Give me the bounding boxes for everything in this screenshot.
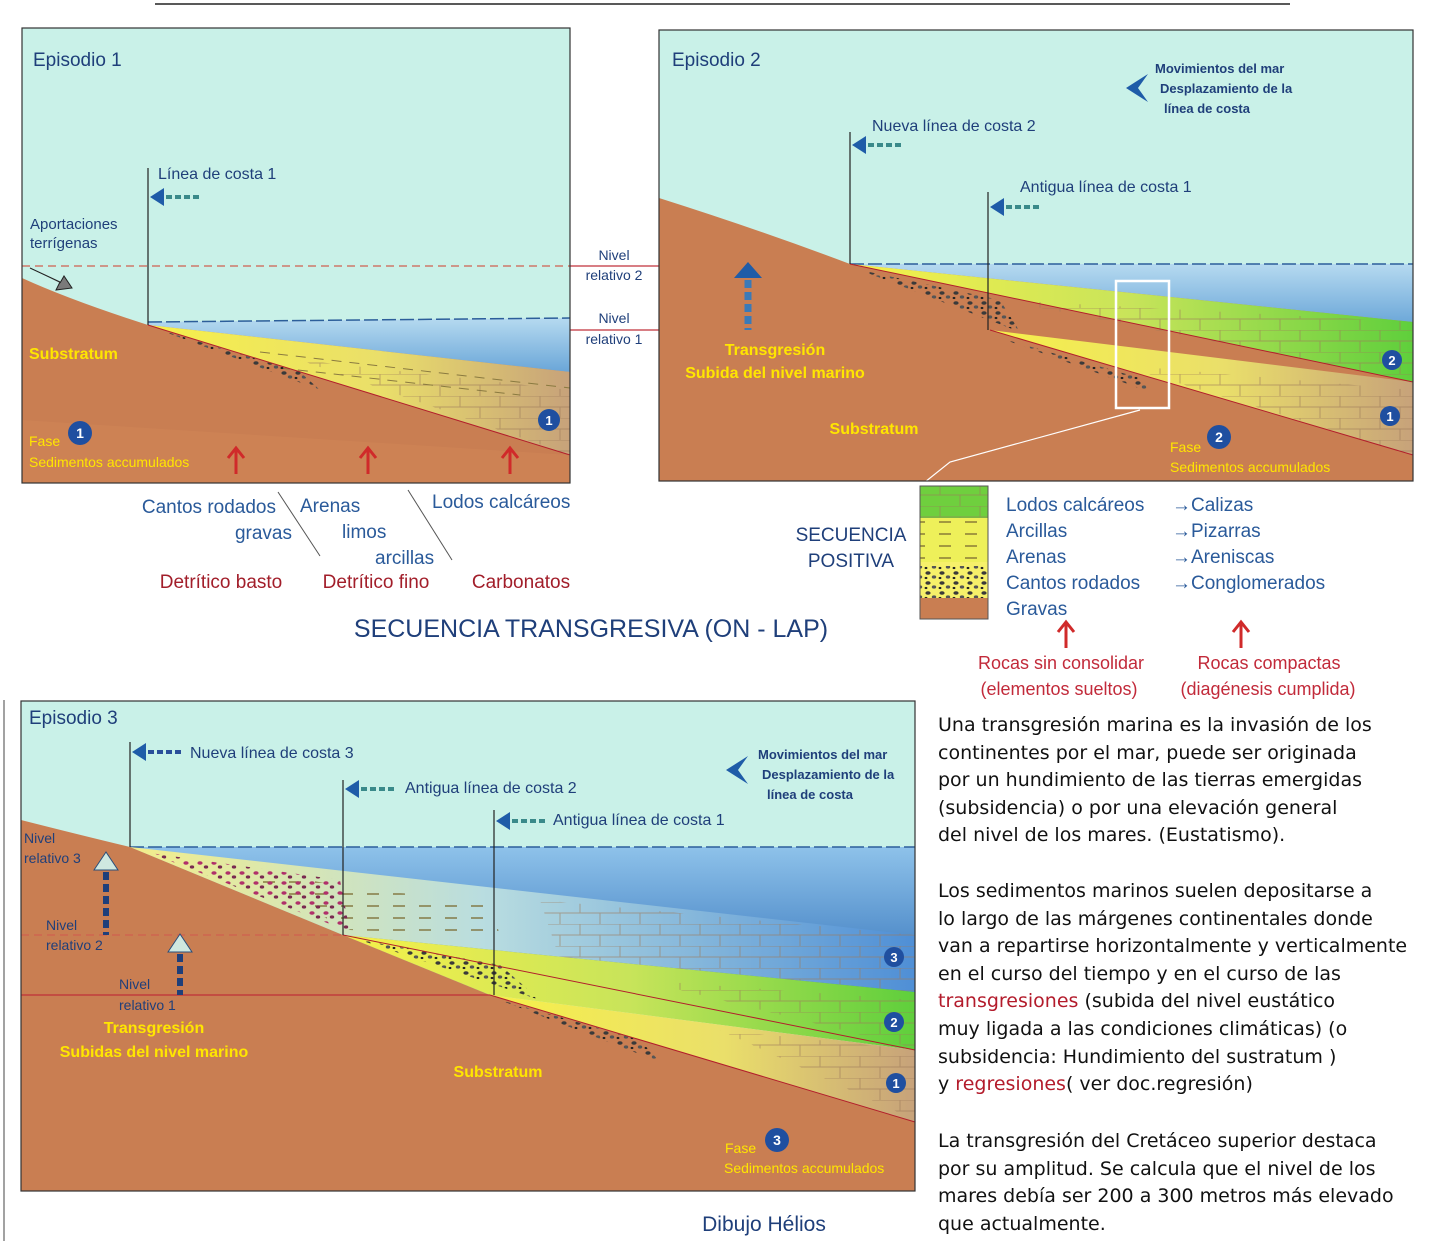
nueva-costa-2-label: Nueva línea de costa 2 bbox=[872, 118, 1036, 135]
desplazamiento-label-3: Desplazamiento de la bbox=[762, 767, 895, 782]
seq-gravas: Gravas bbox=[1006, 599, 1067, 620]
antigua-costa-2-label: Antigua línea de costa 2 bbox=[405, 780, 577, 797]
episode-2-title: Episodio 2 bbox=[672, 50, 761, 71]
layer-number-2a: 2 bbox=[1388, 353, 1395, 368]
episode-2-panel bbox=[659, 30, 1414, 487]
paragraph-sedimentos-text-a: Los sedimentos marinos suelen depositars… bbox=[938, 880, 1408, 985]
paragraph-definition: Una transgresión marina es la invasión d… bbox=[938, 714, 1372, 847]
antigua-costa-1-label-3: Antigua línea de costa 1 bbox=[553, 812, 725, 829]
relativo-2-label-3: relativo 2 bbox=[46, 937, 103, 953]
gravas-label: gravas bbox=[235, 523, 292, 544]
linea-costa-label-3: línea de costa bbox=[767, 787, 854, 802]
seq-pizarras: →Pizarras bbox=[1172, 521, 1261, 542]
relativo-1-label-3: relativo 1 bbox=[119, 997, 176, 1013]
elementos-sueltos-label: (elementos sueltos) bbox=[980, 679, 1137, 699]
fase-label-3: Fase bbox=[725, 1140, 756, 1156]
relativo-1-label: relativo 1 bbox=[586, 331, 643, 347]
limos-label: limos bbox=[342, 522, 386, 543]
seq-arcillas: Arcillas bbox=[1006, 521, 1067, 542]
fase-number-3: 3 bbox=[773, 1132, 781, 1148]
detritico-fino-label: Detrítico fino bbox=[323, 572, 430, 593]
fase-number-1: 1 bbox=[76, 425, 84, 441]
transgresion-label-3: Transgresión bbox=[104, 1020, 204, 1037]
coastline-1-label: Línea de costa 1 bbox=[158, 166, 276, 183]
linea-costa-label-2: línea de costa bbox=[1164, 101, 1251, 116]
nivel-1-label-3: Nivel bbox=[119, 976, 150, 992]
seq-cantos: Cantos rodados bbox=[1006, 573, 1140, 594]
subida-label-2: Subida del nivel marino bbox=[685, 365, 865, 382]
seq-areniscas: →Areniscas bbox=[1172, 547, 1274, 568]
diagenesis-label: (diagénesis cumplida) bbox=[1180, 679, 1355, 699]
seq-lodos: Lodos calcáreos bbox=[1006, 495, 1144, 516]
seq-conglomerados: →Conglomerados bbox=[1172, 573, 1325, 594]
secuencia-column bbox=[919, 485, 989, 620]
nivel-1-label: Nivel bbox=[598, 310, 629, 326]
arcillas-label: arcillas bbox=[375, 548, 434, 569]
desplazamiento-label-2: Desplazamiento de la bbox=[1160, 81, 1293, 96]
aportaciones-label: Aportaciones bbox=[30, 216, 118, 233]
relativo-3-label: relativo 3 bbox=[24, 850, 81, 866]
fase-label-1: Fase bbox=[29, 433, 60, 449]
subidas-label-3: Subidas del nivel marino bbox=[60, 1044, 249, 1061]
rocas-sin-consolidar-label: Rocas sin consolidar bbox=[978, 653, 1144, 673]
episode-1-title: Episodio 1 bbox=[33, 50, 122, 71]
substratum-label-2: Substratum bbox=[830, 421, 919, 438]
relativo-2-label: relativo 2 bbox=[586, 267, 643, 283]
fase-number-2: 2 bbox=[1215, 429, 1223, 445]
sedimentos-label-2: Sedimentos accumulados bbox=[1170, 459, 1330, 475]
paragraph-sedimentos-text-b: (subida del nivel eustático muy ligada a… bbox=[938, 990, 1348, 1096]
layer-number-3a: 3 bbox=[890, 950, 897, 965]
nueva-costa-3-label: Nueva línea de costa 3 bbox=[190, 745, 354, 762]
paragraph-cretaceo: La transgresión del Cretáceo superior de… bbox=[938, 1130, 1394, 1235]
secuencia-label: SECUENCIA bbox=[796, 525, 907, 546]
nivel-2-label: Nivel bbox=[598, 247, 629, 263]
credit-label: Dibujo Hélios bbox=[702, 1213, 826, 1236]
paragraph-sedimentos-text-c: ( ver doc.regresión) bbox=[1065, 1073, 1253, 1096]
substratum-label-3: Substratum bbox=[454, 1064, 543, 1081]
sedimentos-label-3: Sedimentos accumulados bbox=[724, 1160, 884, 1176]
substratum-label-1: Substratum bbox=[29, 346, 118, 363]
nivel-2-label-3: Nivel bbox=[46, 917, 77, 933]
seq-calizas: →Calizas bbox=[1172, 495, 1253, 516]
regresiones-term: regresiones bbox=[955, 1073, 1066, 1096]
cantos-rodados-label: Cantos rodados bbox=[142, 497, 276, 518]
movimientos-label-3: Movimientos del mar bbox=[758, 747, 887, 762]
layer-number-1: 1 bbox=[545, 413, 552, 428]
positiva-label: POSITIVA bbox=[808, 551, 895, 572]
nivel-3-label: Nivel bbox=[24, 830, 55, 846]
fase-label-2: Fase bbox=[1170, 439, 1201, 455]
rocas-compactas-label: Rocas compactas bbox=[1197, 653, 1340, 673]
movimientos-label-2: Movimientos del mar bbox=[1155, 61, 1284, 76]
layer-number-2b: 1 bbox=[1386, 409, 1393, 424]
lodos-calcareos-label: Lodos calcáreos bbox=[432, 492, 570, 513]
transgresiones-term: transgresiones bbox=[938, 990, 1079, 1013]
carbonatos-label: Carbonatos bbox=[472, 572, 570, 593]
seq-arenas: Arenas bbox=[1006, 547, 1066, 568]
layer-number-3c: 1 bbox=[892, 1076, 899, 1091]
sedimentos-label-1: Sedimentos accumulados bbox=[29, 454, 189, 470]
layer-number-3b: 2 bbox=[890, 1015, 897, 1030]
paragraph-sedimentos: Los sedimentos marinos suelen depositars… bbox=[938, 878, 1438, 1099]
transgresion-label-2: Transgresión bbox=[725, 342, 825, 359]
terrigenas-label: terrígenas bbox=[30, 235, 98, 252]
arenas-label: Arenas bbox=[300, 496, 360, 517]
episode-3-title: Episodio 3 bbox=[29, 708, 118, 729]
detritico-basto-label: Detrítico basto bbox=[160, 572, 283, 593]
main-title: SECUENCIA TRANSGRESIVA (ON - LAP) bbox=[354, 615, 828, 643]
episode-1-panel bbox=[22, 28, 571, 483]
antigua-costa-1-label: Antigua línea de costa 1 bbox=[1020, 179, 1192, 196]
episode-3-panel bbox=[21, 701, 916, 1191]
